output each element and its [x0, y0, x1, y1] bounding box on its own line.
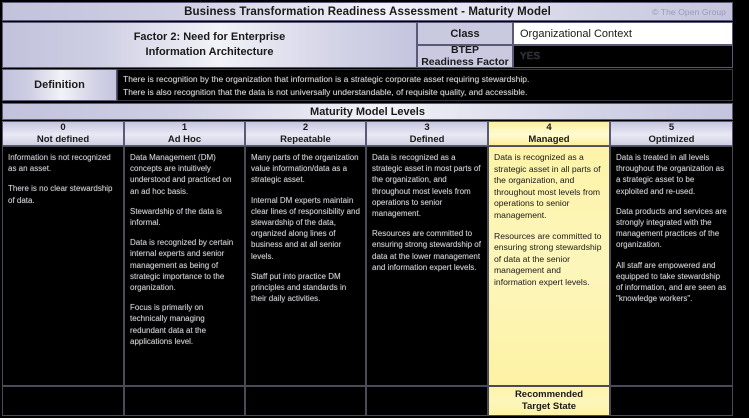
level-1-paragraph-3: Data is recognized by certain internal e… [130, 238, 234, 293]
level-name-0: Not defined [36, 133, 90, 145]
level-3-paragraph-2: Resources are committed to ensuring stro… [372, 229, 481, 272]
definition-line-2: There is also recognition that the data … [123, 87, 528, 97]
level-header-2: 2 Repeatable [245, 121, 366, 146]
definition-text: There is recognition by the organization… [117, 69, 733, 101]
class-label: Class [417, 22, 513, 45]
level-number-3: 3 [424, 122, 430, 133]
level-body-4: Data is recognized as a strategic asset … [488, 146, 610, 386]
level-4-paragraph-2: Resources are committed to ensuring stro… [494, 230, 602, 287]
level-body-2: Many parts of the organization value inf… [245, 146, 366, 386]
level-5-paragraph-3: All staff are empowered and equipped to … [616, 260, 727, 304]
level-footer-1 [124, 386, 245, 416]
recommended-target-state-line-1: Recommended [514, 389, 584, 400]
maturity-model-levels-band: Maturity Model Levels [2, 103, 733, 120]
btep-label-line-1: BTEP [450, 45, 479, 56]
level-4-paragraph-1: Data is recognized as a strategic asset … [494, 152, 601, 220]
level-name-2: Repeatable [280, 133, 331, 145]
level-header-1: 1 Ad Hoc [124, 121, 245, 146]
level-body-3: Data is recognized as a strategic asset … [366, 146, 488, 386]
level-1-paragraph-4: Focus is primarily on technically managi… [130, 303, 207, 346]
level-1-paragraph-1: Data Management (DM) concepts are intuit… [130, 153, 232, 196]
level-body-5: Data is treated in all levels throughout… [610, 146, 733, 386]
definition-line-1: There is recognition by the organization… [123, 74, 530, 84]
btep-readiness-factor-label: BTEP Readiness Factor [417, 45, 513, 68]
class-value: Organizational Context [513, 22, 733, 45]
level-footer-3 [366, 386, 488, 416]
level-footer-0 [2, 386, 124, 416]
level-5-paragraph-1: Data is treated in all levels throughout… [616, 153, 725, 196]
level-header-5: 5 Optimized [610, 121, 733, 146]
level-1-paragraph-2: Stewardship of the data is informal. [130, 206, 223, 228]
level-2-paragraph-2: Internal DM experts maintain clear lines… [251, 195, 360, 261]
level-number-0: 0 [60, 122, 66, 133]
btep-readiness-factor-value: YES [513, 45, 733, 68]
level-body-1: Data Management (DM) concepts are intuit… [124, 146, 245, 386]
level-header-0: 0 Not defined [2, 121, 124, 146]
level-3-paragraph-1: Data is recognized as a strategic asset … [372, 153, 481, 219]
level-name-5: Optimized [648, 133, 695, 145]
level-name-1: Ad Hoc [167, 133, 202, 145]
page-title: Business Transformation Readiness Assess… [2, 2, 733, 21]
level-0-paragraph-1: Information is not recognized as an asse… [8, 153, 111, 174]
level-footer-5 [610, 386, 733, 416]
level-name-3: Defined [409, 133, 445, 145]
recommended-target-state-badge: Recommended Target State [488, 386, 610, 416]
level-footer-2 [245, 386, 366, 416]
page-title-text: Business Transformation Readiness Assess… [184, 5, 551, 18]
copyright-notice: © The Open Group [652, 7, 726, 17]
level-number-5: 5 [668, 122, 675, 133]
level-body-0: Information is not recognized as an asse… [2, 146, 124, 386]
level-number-4: 4 [546, 122, 552, 133]
level-number-1: 1 [181, 122, 188, 133]
level-2-paragraph-3: Staff put into practice DM principles an… [251, 271, 347, 304]
factor-title: Factor 2: Need for Enterprise Informatio… [2, 22, 417, 68]
level-number-2: 2 [302, 122, 309, 133]
recommended-target-state-line-2: Target State [521, 401, 577, 412]
level-header-4: 4 Managed [488, 121, 610, 146]
definition-label: Definition [2, 69, 117, 101]
level-header-3: 3 Defined [366, 121, 488, 146]
level-2-paragraph-1: Many parts of the organization value inf… [251, 153, 359, 185]
level-5-paragraph-2: Data products and services are strongly … [616, 206, 727, 250]
btep-label-line-2: Readiness Factor [421, 55, 509, 68]
factor-line-1: Factor 2: Need for Enterprise [133, 31, 286, 43]
level-name-4: Managed [528, 133, 570, 145]
factor-line-2: Information Architecture [145, 46, 274, 58]
level-0-paragraph-2: There is no clear stewardship of data. [8, 184, 113, 205]
